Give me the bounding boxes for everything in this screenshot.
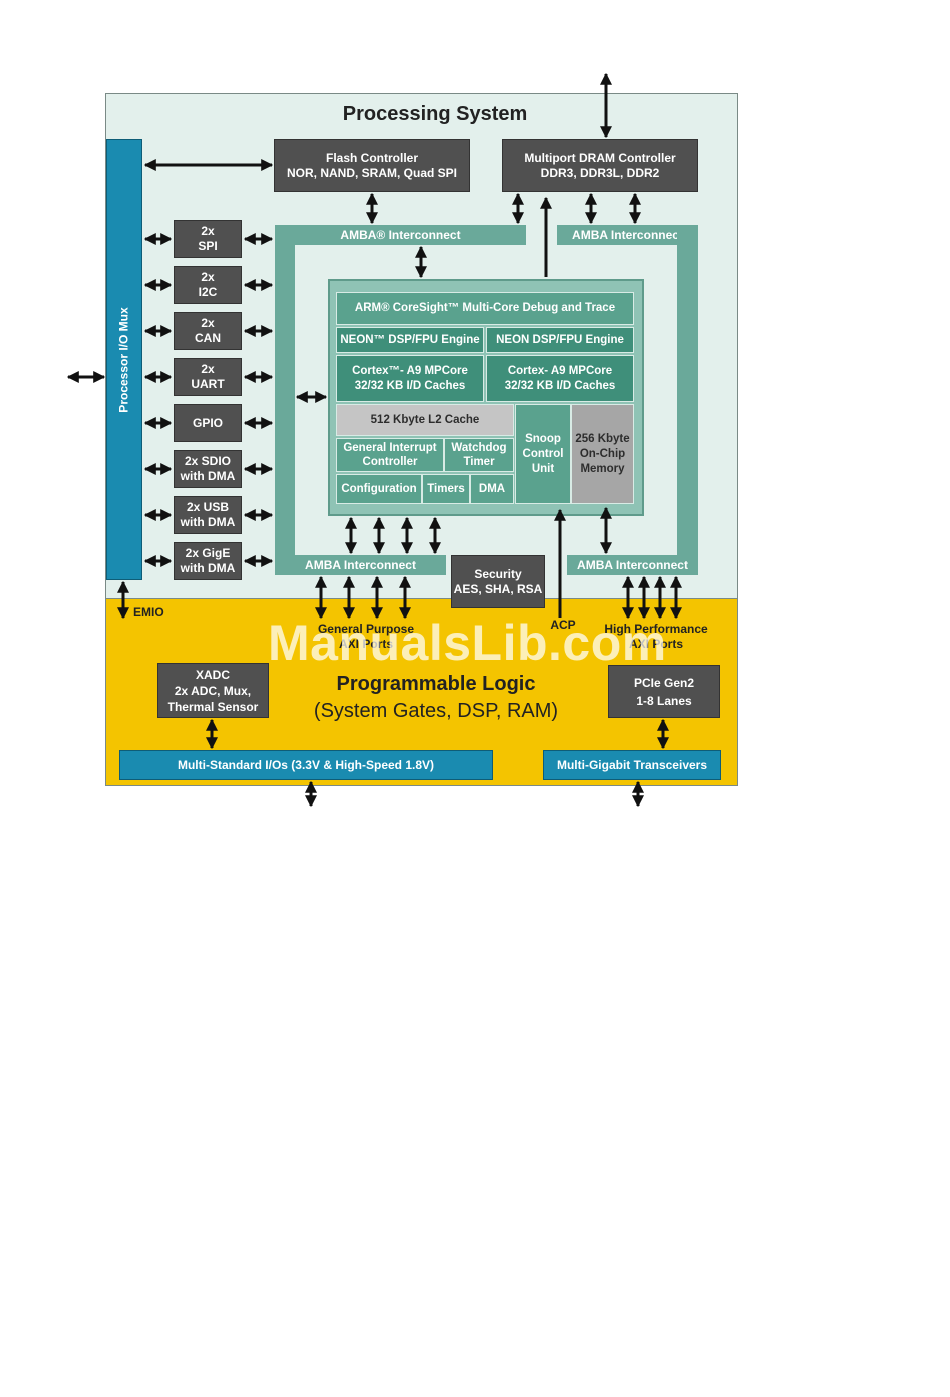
ocm-line3: Memory xyxy=(580,462,625,475)
amba-left-vertical-bar xyxy=(275,225,295,575)
security-algorithms: AES, SHA, RSA xyxy=(453,581,543,596)
flash-controller-types: NOR, NAND, SRAM, Quad SPI xyxy=(286,165,457,180)
neon-engine-right: NEON DSP/FPU Engine xyxy=(486,327,634,353)
amba-right-vertical-bar xyxy=(677,225,698,575)
watchdog-timer-line2: Timer xyxy=(463,456,495,468)
pcie-block: PCIe Gen2 1-8 Lanes xyxy=(608,665,720,718)
acp-label: ACP xyxy=(550,618,576,632)
snoop-line1: Snoop xyxy=(525,432,561,445)
amba-interconnect-top-right: AMBA Interconnect xyxy=(557,225,698,245)
watchdog-timer: Watchdog Timer xyxy=(444,438,514,472)
xadc-title: XADC xyxy=(195,667,230,682)
cortex-a9-right-name: Cortex- A9 MPCore xyxy=(507,364,613,377)
peripheral-spi-name: SPI xyxy=(198,239,218,253)
peripheral-sdio-name: 2x SDIO xyxy=(184,454,232,468)
amba-interconnect-bottom-left: AMBA Interconnect xyxy=(275,555,446,575)
flash-controller-box: Flash Controller NOR, NAND, SRAM, Quad S… xyxy=(274,139,470,192)
multi-gigabit-transceivers-bar: Multi-Gigabit Transceivers xyxy=(543,750,721,780)
snoop-control-unit: Snoop Control Unit xyxy=(515,404,571,504)
peripheral-i2c: 2x I2C xyxy=(174,266,242,304)
cortex-a9-right-cache: 32/32 KB I/D Caches xyxy=(504,379,616,392)
programmable-logic-subtitle: (System Gates, DSP, RAM) xyxy=(313,700,559,722)
ocm-line2: On-Chip xyxy=(579,447,626,460)
pcie-lanes: 1-8 Lanes xyxy=(636,693,692,708)
peripheral-sdio: 2x SDIO with DMA xyxy=(174,450,242,488)
l2-cache: 512 Kbyte L2 Cache xyxy=(336,404,514,436)
peripheral-gige-dma: with DMA xyxy=(180,561,236,575)
gp-axi-ports-label: General Purpose AXI Ports xyxy=(296,622,436,652)
peripheral-spi: 2x SPI xyxy=(174,220,242,258)
snoop-line3: Unit xyxy=(531,462,555,475)
hp-axi-line1: High Performance xyxy=(604,622,708,636)
configuration-block: Configuration xyxy=(336,474,422,504)
multi-standard-io-bar: Multi-Standard I/Os (3.3V & High-Speed 1… xyxy=(119,750,493,780)
interrupt-controller-line1: General Interrupt xyxy=(343,442,437,454)
interrupt-controller: General Interrupt Controller xyxy=(336,438,444,472)
flash-controller-title: Flash Controller xyxy=(325,150,418,165)
programmable-logic-title: Programmable Logic xyxy=(336,673,536,695)
timers-block: Timers xyxy=(422,474,470,504)
gp-axi-line2: AXI Ports xyxy=(338,637,393,651)
watchdog-timer-line1: Watchdog xyxy=(451,442,507,454)
interrupt-controller-line2: Controller xyxy=(362,456,418,468)
xadc-block: XADC 2x ADC, Mux, Thermal Sensor xyxy=(157,663,269,718)
xadc-adc: 2x ADC, Mux, xyxy=(174,683,252,698)
cortex-a9-left-cache: 32/32 KB I/D Caches xyxy=(354,379,466,392)
hp-axi-ports-label: High Performance AXI Ports xyxy=(596,622,716,652)
coresight-debug: ARM® CoreSight™ Multi-Core Debug and Tra… xyxy=(336,292,634,325)
ocm-line1: 256 Kbyte xyxy=(575,432,630,445)
emio-label: EMIO xyxy=(133,605,164,619)
processing-system-title: Processing System xyxy=(342,103,528,125)
peripheral-usb-name: 2x USB xyxy=(186,500,230,514)
amba-interconnect-bottom-right: AMBA Interconnect xyxy=(567,555,698,575)
on-chip-memory: 256 Kbyte On-Chip Memory xyxy=(571,404,634,504)
cortex-a9-right: Cortex- A9 MPCore 32/32 KB I/D Caches xyxy=(486,355,634,402)
peripheral-uart-count: 2x xyxy=(201,362,215,376)
pcie-title: PCIe Gen2 xyxy=(633,675,695,690)
hp-axi-line2: AXI Ports xyxy=(628,637,683,651)
peripheral-can-count: 2x xyxy=(201,316,215,330)
peripheral-gpio-name: GPIO xyxy=(192,415,223,430)
watermark: ManualsLib.com xyxy=(268,615,667,671)
peripheral-arrows xyxy=(143,233,274,567)
xadc-sensor: Thermal Sensor xyxy=(167,699,259,714)
neon-engine-left: NEON™ DSP/FPU Engine xyxy=(336,327,484,353)
peripheral-gpio: GPIO xyxy=(174,404,242,442)
security-title: Security xyxy=(474,566,522,581)
peripheral-uart: 2x UART xyxy=(174,358,242,396)
dma-block: DMA xyxy=(470,474,514,504)
peripheral-gige: 2x GigE with DMA xyxy=(174,542,242,580)
security-block: Security AES, SHA, RSA xyxy=(451,555,545,608)
snoop-line2: Control xyxy=(522,447,564,460)
peripheral-gige-name: 2x GigE xyxy=(185,546,231,560)
cortex-a9-left-name: Cortex™- A9 MPCore xyxy=(352,364,468,377)
peripheral-usb-dma: with DMA xyxy=(180,515,236,529)
peripheral-spi-count: 2x xyxy=(201,224,215,238)
peripheral-i2c-count: 2x xyxy=(201,270,215,284)
peripheral-sdio-dma: with DMA xyxy=(180,469,236,483)
gp-axi-line1: General Purpose xyxy=(317,622,415,636)
dram-controller-types: DDR3, DDR3L, DDR2 xyxy=(540,165,660,180)
processor-io-mux: Processor I/O Mux xyxy=(106,139,142,580)
peripheral-can-name: CAN xyxy=(195,331,221,345)
cortex-a9-left: Cortex™- A9 MPCore 32/32 KB I/D Caches xyxy=(336,355,484,402)
peripheral-i2c-name: I2C xyxy=(198,285,218,299)
dram-controller-box: Multiport DRAM Controller DDR3, DDR3L, D… xyxy=(502,139,698,192)
peripheral-usb: 2x USB with DMA xyxy=(174,496,242,534)
peripheral-uart-name: UART xyxy=(191,377,225,391)
dram-controller-title: Multiport DRAM Controller xyxy=(524,150,676,165)
amba-interconnect-top-left: AMBA® Interconnect xyxy=(275,225,526,245)
peripheral-can: 2x CAN xyxy=(174,312,242,350)
